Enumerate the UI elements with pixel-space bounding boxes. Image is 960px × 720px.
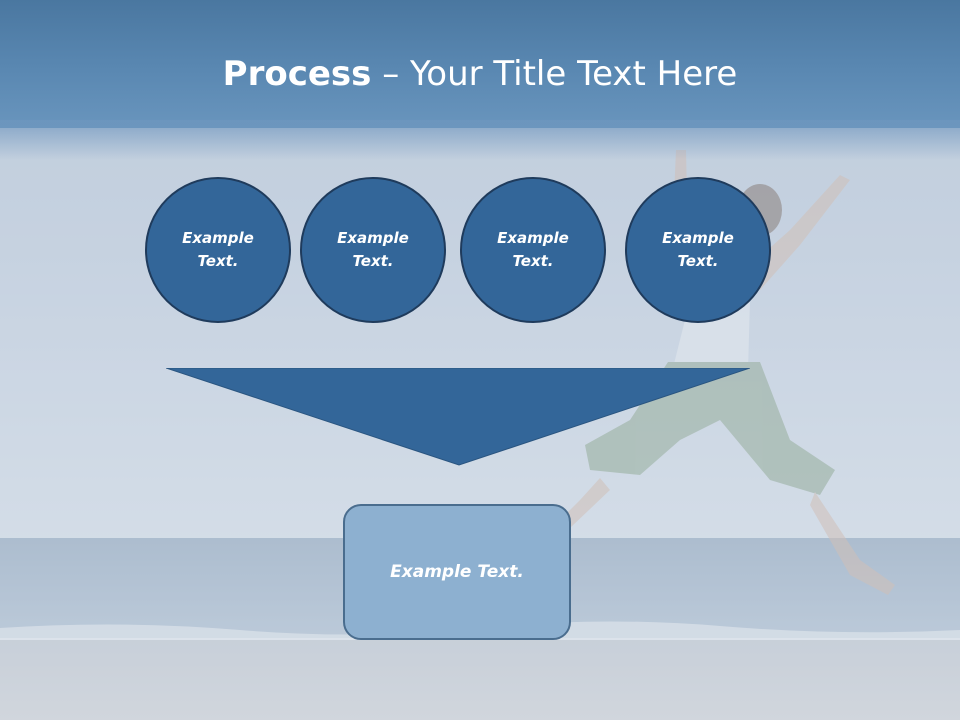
step-line-2: Text.	[512, 252, 554, 270]
funnel-arrow[interactable]	[166, 368, 750, 466]
title-text: Your Title Text Here	[410, 54, 738, 94]
title-banner-fade	[0, 120, 960, 160]
step-line-2: Text.	[352, 252, 394, 270]
step-line-1: Example	[337, 229, 409, 247]
step-line-1: Example	[662, 229, 734, 247]
step-line-1: Example	[182, 229, 254, 247]
step-line-2: Text.	[197, 252, 239, 270]
step-line-2: Text.	[677, 252, 719, 270]
title-bold: Process	[222, 54, 372, 94]
result-box[interactable]: Example Text.	[343, 504, 571, 640]
result-label: Example Text.	[390, 562, 524, 582]
title-banner	[0, 0, 960, 128]
title-separator: –	[371, 54, 411, 94]
slide-title: Process – Your Title Text Here	[0, 50, 960, 98]
step-line-1: Example	[497, 229, 569, 247]
